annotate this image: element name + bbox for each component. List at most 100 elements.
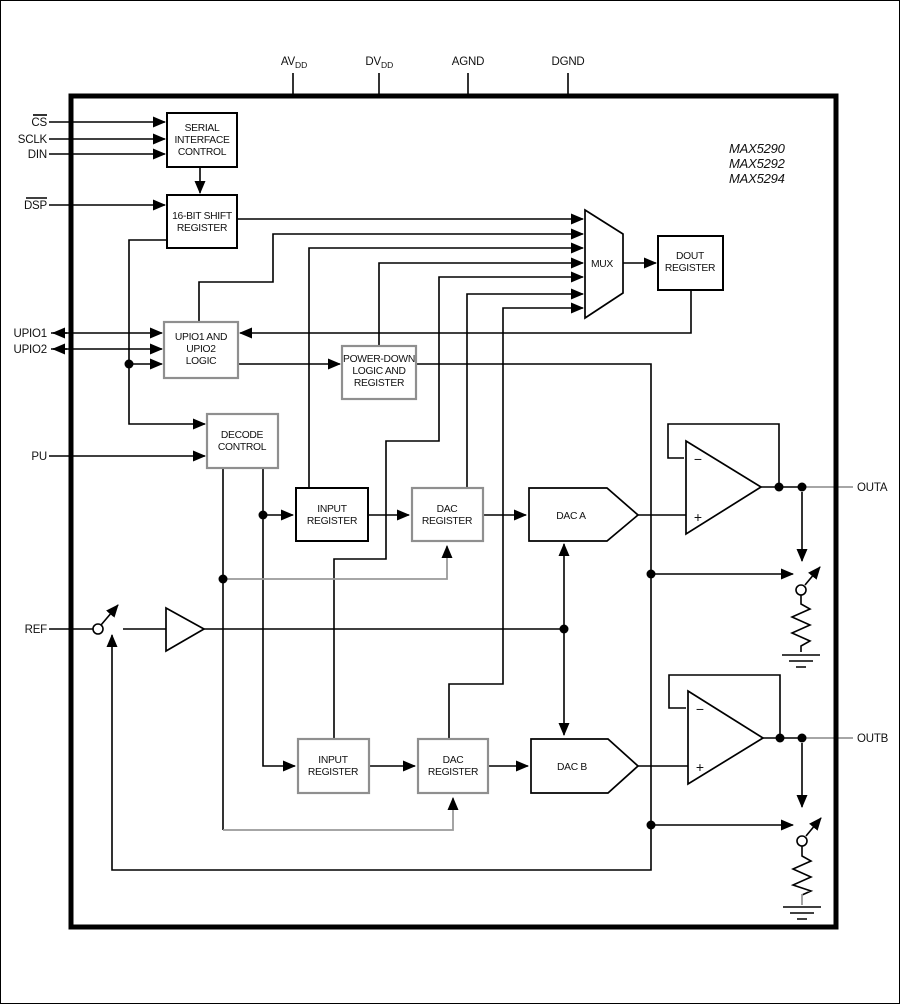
switchA-blade — [804, 566, 821, 586]
device-name-1: MAX5290 — [729, 141, 786, 156]
upio-logic-block — [162, 320, 240, 380]
opamp-a-minus-sign: − — [694, 451, 702, 467]
pin-label-dgnd: DGND — [551, 56, 584, 68]
junctions — [92, 359, 808, 847]
pin-label-din: DIN — [28, 149, 47, 161]
wire-dacregA-to-mux6 — [466, 288, 584, 488]
labels: AV DD DV DD AGND DGND CS SCLK DIN DSP UP… — [13, 56, 888, 778]
pin-label-dvdd: DV — [365, 56, 381, 68]
wire-powerdown-switch-bus — [106, 363, 652, 871]
shift-register-label-2: REGISTER — [177, 223, 227, 234]
dout-register-block — [657, 235, 724, 291]
wire-upio-to-mux2 — [198, 228, 584, 322]
pin-label-outb: OUTB — [857, 733, 889, 745]
resistorB — [790, 846, 814, 896]
upio-logic-label-3: LOGIC — [186, 356, 217, 367]
input-register-b-label-2: REGISTER — [308, 767, 358, 778]
shift-register-block — [166, 194, 238, 249]
dout-register-label-1: DOUT — [676, 251, 705, 262]
junction-dot — [646, 569, 656, 579]
dac-register-b-block — [416, 737, 490, 795]
power-down-label-2: LOGIC AND — [352, 366, 405, 377]
junction-dot — [646, 820, 656, 830]
mux-label: MUX — [591, 259, 613, 270]
upio-logic-label-1: UPIO1 AND — [175, 332, 227, 343]
input-register-a-block — [295, 487, 369, 542]
junction-dot — [218, 574, 228, 584]
pin-label-agnd: AGND — [452, 56, 484, 68]
power-down-label-1: POWER-DOWN — [343, 354, 415, 365]
switchB-contact — [796, 835, 808, 847]
blocks — [162, 112, 765, 795]
groundA-symbol — [782, 654, 820, 668]
serial-interface-label-3: CONTROL — [178, 147, 227, 158]
signal-wires — [49, 116, 853, 920]
top-pin-stubs — [292, 73, 569, 94]
input-register-a-label-2: REGISTER — [307, 516, 357, 527]
dac-b-shape — [530, 738, 640, 794]
pin-label-cs: CS — [31, 117, 47, 129]
pin-label-upio1: UPIO1 — [13, 328, 47, 340]
device-name-3: MAX5294 — [729, 171, 785, 186]
dac-register-b-label-2: REGISTER — [428, 767, 478, 778]
mux-shape — [584, 208, 624, 320]
junction-dot — [774, 482, 784, 492]
pin-label-outa: OUTA — [857, 482, 888, 494]
pin-label-avdd: AV — [281, 56, 296, 68]
dac-register-a-label-1: DAC — [437, 504, 459, 515]
chip-boundary — [68, 93, 839, 930]
input-register-b-block — [296, 737, 371, 795]
ref-buffer-amp — [165, 606, 206, 653]
power-down-block — [340, 344, 418, 401]
wire-opampA-feedback — [667, 423, 780, 487]
dac-register-a-block — [410, 486, 485, 543]
wire-load-dacregB — [223, 797, 459, 831]
junction-dot — [797, 733, 807, 743]
dac-register-b-label-1: DAC — [443, 755, 465, 766]
dac-register-a-label-2: REGISTER — [422, 516, 472, 527]
wire-load-dacregA — [223, 545, 453, 580]
decode-control-label-1: DECODE — [221, 430, 264, 441]
wire-dout-to-upio — [239, 290, 692, 339]
dac-a-label: DAC A — [556, 511, 586, 522]
dac-b-label: DAC B — [557, 762, 587, 773]
input-register-a-label-1: INPUT — [317, 504, 347, 515]
wire-decode-bus2 — [262, 468, 296, 772]
junction-dot — [559, 624, 569, 634]
groundB-symbol — [783, 906, 821, 920]
dout-register-label-2: REGISTER — [665, 263, 715, 274]
pin-label-dsp: DSP — [24, 200, 48, 212]
decode-control-label-2: CONTROL — [218, 442, 267, 453]
switchB-blade — [805, 817, 822, 837]
junction-dot — [797, 482, 807, 492]
junction-dot — [258, 510, 268, 520]
opamp-a — [685, 439, 763, 536]
wire-dacregB-to-mux7 — [448, 302, 584, 739]
switchA-contact — [795, 584, 807, 596]
serial-interface-label-1: SERIAL — [185, 123, 220, 134]
wire-inputregB-to-mux5 — [333, 271, 584, 739]
pin-label-pu: PU — [31, 451, 47, 463]
decode-control-block — [205, 412, 280, 470]
upio-logic-label-2: UPIO2 — [186, 344, 216, 355]
wire-inputregA-to-mux3 — [308, 242, 584, 488]
opamp-b — [687, 689, 765, 786]
shift-register-label-1: 16-BIT SHIFT — [172, 211, 233, 222]
junction-dot — [124, 359, 134, 369]
opamp-b-plus-sign: + — [696, 759, 704, 775]
ref-switch-blade — [100, 604, 119, 626]
power-down-label-3: REGISTER — [354, 378, 404, 389]
pin-label-avdd-sub: DD — [295, 60, 307, 70]
wire-opampB-feedback — [668, 674, 781, 738]
pin-label-sclk: SCLK — [18, 134, 48, 146]
ref-switch-contact — [92, 623, 104, 635]
wire-powerdown-to-mux4 — [378, 257, 584, 346]
dac-a-shape — [528, 487, 640, 542]
pin-label-upio2: UPIO2 — [13, 344, 47, 356]
input-register-b-label-1: INPUT — [318, 755, 348, 766]
serial-interface-control-block — [166, 112, 238, 168]
pin-label-dvdd-sub: DD — [381, 60, 393, 70]
wire-shift-to-decode — [128, 239, 206, 430]
